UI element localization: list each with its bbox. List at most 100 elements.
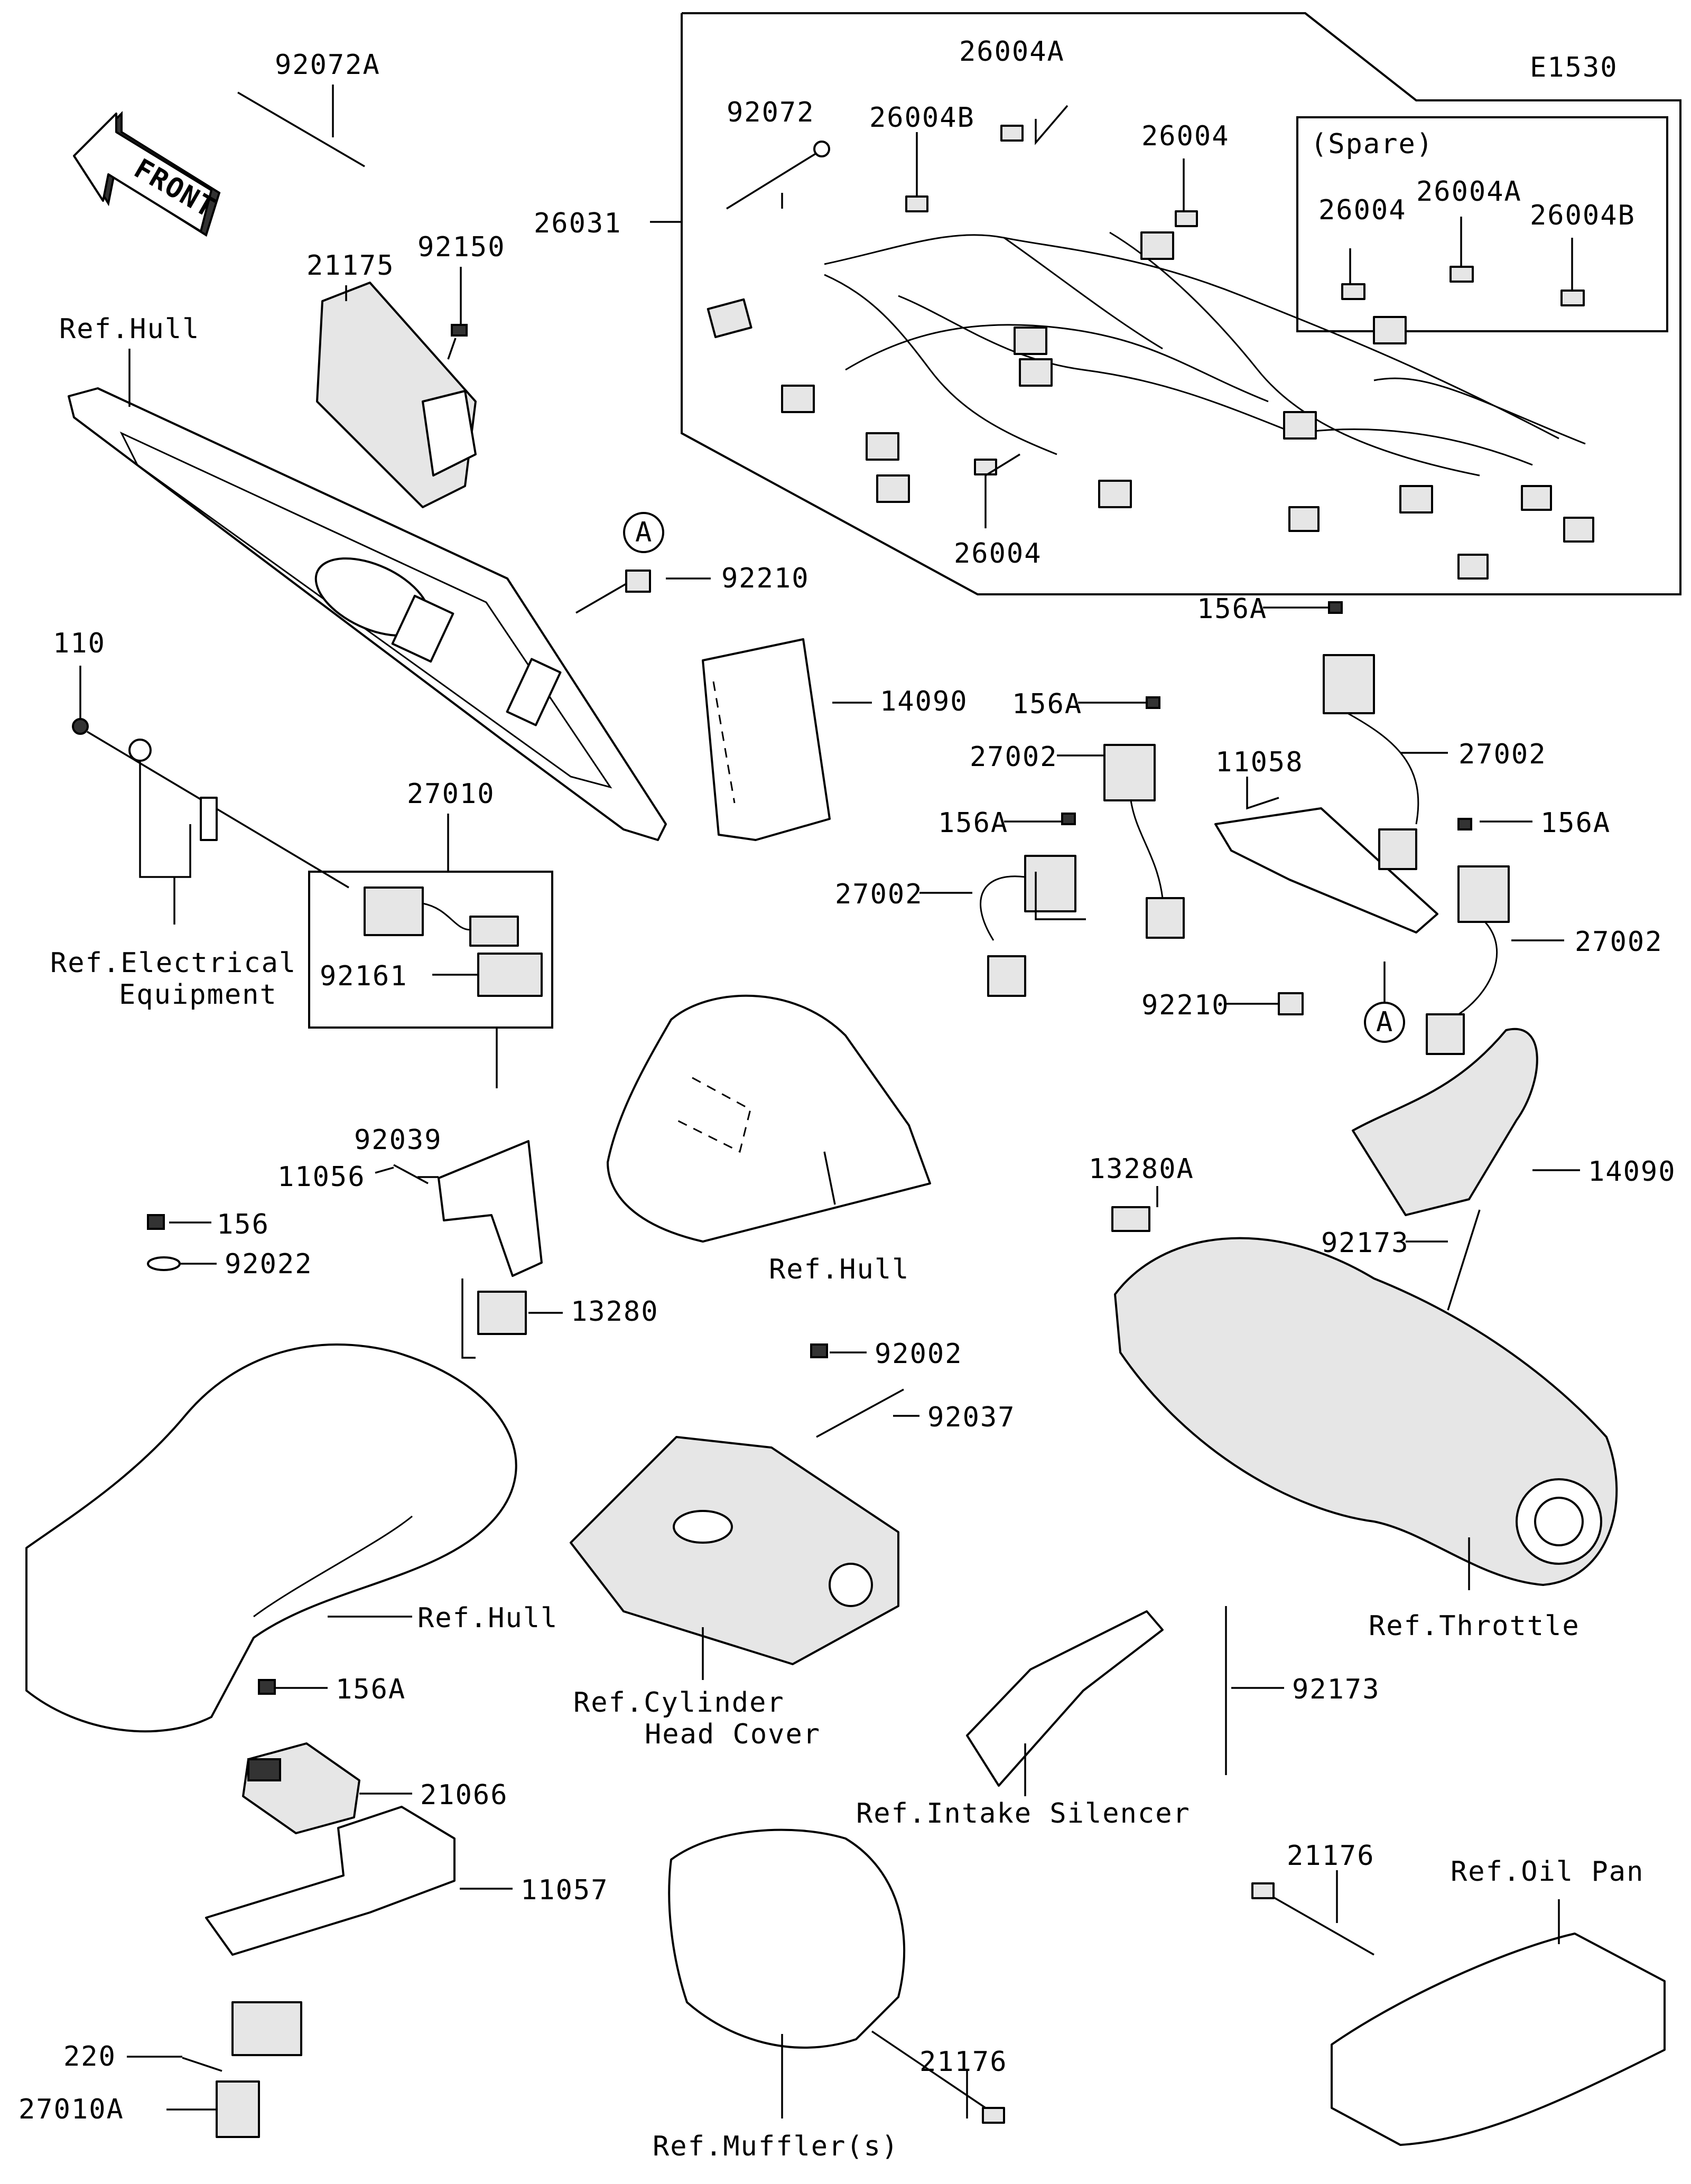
label-27010: 27010 — [407, 778, 495, 810]
label-156A-c: 156A — [938, 807, 1008, 839]
label-92173-b: 92173 — [1292, 1674, 1380, 1705]
label-ref-oil-pan: Ref.Oil Pan — [1451, 1856, 1644, 1888]
label-spare-26004: 26004 — [1318, 194, 1407, 226]
label-ref-hull-top: Ref.Hull — [59, 313, 200, 345]
sensor-27002-c — [980, 855, 1076, 997]
spare-fuses — [1341, 266, 1585, 306]
hull-bottom — [25, 1343, 517, 1733]
label-ref-muffler: Ref.Muffler(s) — [653, 2131, 899, 2162]
label-92150: 92150 — [417, 231, 506, 263]
bracket-11058 — [1214, 807, 1438, 934]
bolt-156 — [147, 1214, 165, 1230]
ecu-21175 — [316, 282, 477, 508]
ref-circle-a-top: A — [623, 512, 664, 553]
tie-band-92072 — [726, 141, 830, 210]
relay-27010 — [364, 886, 519, 947]
label-14090-a — [702, 638, 831, 841]
label-ref-hull-bottom: Ref.Hull — [417, 1602, 558, 1634]
spare-label: (Spare) — [1311, 128, 1434, 160]
label-26004-bottom: 26004 — [954, 538, 1042, 570]
clamp-13280A — [1111, 1206, 1150, 1232]
label-spare-26004B: 26004B — [1530, 200, 1636, 231]
washer-92022 — [147, 1256, 181, 1271]
label-14090-b — [1352, 1028, 1538, 1216]
label-11057: 11057 — [521, 1874, 609, 1906]
label-ref-intake: Ref.Intake Silencer — [856, 1798, 1191, 1830]
label-14090-b: 14090 — [1588, 1156, 1676, 1188]
intake-manifold — [1114, 1237, 1618, 1586]
intake-silencer-bracket — [966, 1610, 1164, 1787]
label-92161: 92161 — [320, 960, 408, 992]
label-27002-b: 27002 — [1458, 739, 1547, 770]
bolt-220 — [182, 2057, 222, 2072]
sensor-27010A — [216, 2001, 302, 2138]
sensor-21176-oilpan — [1251, 1882, 1374, 1956]
label-11056: 11056 — [277, 1161, 366, 1193]
label-92210-top: 92210 — [721, 563, 810, 594]
label-156A-a: 156A — [1197, 593, 1267, 625]
nut-92210-bottom — [1278, 992, 1304, 1015]
label-ref-electrical-2: Equipment — [119, 979, 277, 1011]
diagram-code: E1530 — [1530, 52, 1618, 83]
tie-band-92173-a — [1447, 1209, 1481, 1311]
label-156A-e: 156A — [336, 1674, 406, 1705]
sensor-21176-muffler — [871, 2030, 1005, 2124]
label-156: 156 — [217, 1209, 270, 1240]
label-ref-cylinder-2: Head Cover — [645, 1719, 821, 1750]
fuse-26004-bottom — [974, 459, 997, 475]
label-26004A: 26004A — [959, 36, 1065, 68]
label-26004B: 26004B — [869, 102, 975, 134]
ref-circle-a-top-label: A — [635, 517, 653, 548]
hull-mid — [607, 994, 931, 1243]
part-labels: 92072A 21175 92150 Ref.Hull 92210 110 Re… — [18, 36, 1676, 2162]
hull-hatch-panel — [68, 387, 667, 841]
sensor-27002-a — [1103, 744, 1185, 939]
harness-panel — [681, 12, 1681, 595]
fuse-26004B — [905, 195, 928, 212]
label-21176-b: 21176 — [919, 2046, 1008, 2078]
tie-band-92072A — [237, 91, 365, 167]
label-156A-b: 156A — [1012, 688, 1082, 720]
label-92002: 92002 — [875, 1338, 963, 1370]
label-92210-bottom: 92210 — [1141, 990, 1230, 1021]
label-26031: 26031 — [534, 208, 622, 239]
label-27002-c: 27002 — [835, 879, 923, 910]
electrical-equipment-cable — [87, 731, 349, 889]
clamp-13280 — [477, 1291, 527, 1335]
regulator-21066 — [242, 1742, 360, 1834]
label-21066: 21066 — [420, 1779, 508, 1811]
label-ref-cylinder-1: Ref.Cylinder — [573, 1687, 785, 1719]
label-92072A: 92072A — [275, 49, 380, 81]
label-spare-26004A: 26004A — [1416, 176, 1522, 208]
bolts-156A-sensors — [1061, 601, 1472, 830]
label-92173-a: 92173 — [1321, 1227, 1409, 1259]
label-26004-top: 26004 — [1141, 120, 1230, 152]
cylinder-head-cover — [570, 1436, 899, 1665]
bolt-156A-bottom — [258, 1679, 276, 1695]
wiring-harness-26031 — [707, 231, 1594, 580]
leader-lines — [79, 85, 1580, 2118]
label-27010A: 27010A — [18, 2094, 124, 2125]
muffler — [668, 1828, 906, 2049]
fuse-92161 — [477, 953, 543, 997]
label-14090-a: 14090 — [880, 686, 968, 717]
tie-92037 — [816, 1388, 904, 1438]
label-ref-throttle: Ref.Throttle — [1369, 1610, 1580, 1642]
bracket-11057 — [205, 1806, 456, 1956]
label-13280: 13280 — [571, 1296, 659, 1328]
label-ref-hull-mid: Ref.Hull — [769, 1254, 909, 1285]
ref-circle-a-bottom-label: A — [1376, 1006, 1393, 1038]
relay-group-frame — [308, 871, 553, 1029]
sensor-27002-d — [1426, 865, 1510, 1055]
label-21176-a: 21176 — [1287, 1840, 1375, 1872]
label-27002-d: 27002 — [1575, 926, 1663, 958]
label-220: 220 — [63, 2041, 116, 2073]
nut-92210-top — [625, 570, 651, 593]
pin-92039 — [393, 1164, 429, 1184]
bolt-92002 — [810, 1343, 828, 1358]
label-27002-a: 27002 — [970, 741, 1058, 773]
label-13280A: 13280A — [1089, 1153, 1194, 1185]
label-ref-electrical-1: Ref.Electrical — [50, 947, 296, 979]
ref-circle-a-bottom: A — [1364, 1002, 1405, 1043]
label-92022: 92022 — [225, 1248, 313, 1280]
